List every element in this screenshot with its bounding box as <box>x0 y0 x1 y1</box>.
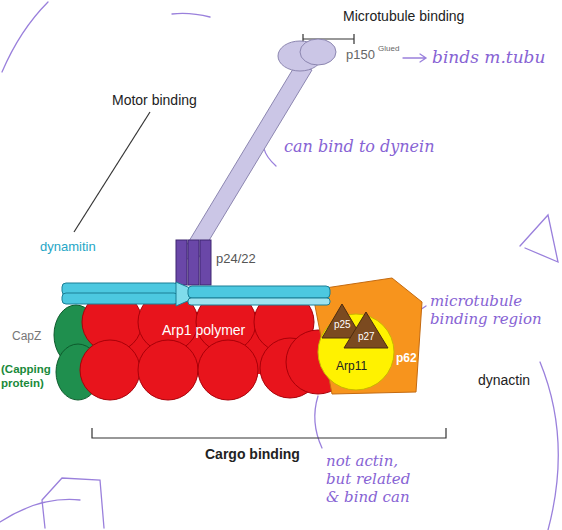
bracket <box>303 34 354 44</box>
text-label: Glued <box>378 44 399 53</box>
pen-stroke <box>540 362 558 530</box>
protein-shape <box>278 41 322 71</box>
pen-leader <box>384 306 426 326</box>
arp1-polymer: Arp1 polymer <box>78 290 352 402</box>
protein-shape <box>56 344 100 400</box>
protein-shape <box>200 240 211 285</box>
text-label: CapZ <box>12 330 41 344</box>
protein-shape <box>106 312 306 374</box>
protein-shape <box>176 240 187 285</box>
pen-leader <box>315 396 322 448</box>
leader-line <box>74 112 150 232</box>
text-label: binds m.tubu <box>432 48 545 68</box>
text-label: p27 <box>358 331 375 343</box>
text-label: p62 <box>396 352 417 366</box>
text-label: Arp11 <box>336 360 367 374</box>
text-label: p25 <box>334 319 351 331</box>
protein-shape <box>176 282 190 306</box>
protein-shape <box>318 314 394 390</box>
text-label: p24/22 <box>216 252 256 267</box>
text-label: p150 <box>346 48 375 63</box>
text-label: Arp1 polymer <box>162 322 245 338</box>
p24-22-subunit: p24/22 <box>172 238 264 288</box>
bracket <box>92 428 446 438</box>
capz-subunit: CapZ (Capping protein) <box>0 300 100 404</box>
pen-arrow <box>403 54 426 62</box>
text-label: dynactin <box>478 372 530 388</box>
protein-shape <box>62 293 178 304</box>
protein-shape <box>344 312 388 348</box>
protein-shape <box>300 39 336 65</box>
protein-shape <box>260 338 320 398</box>
pen-stroke <box>172 13 210 17</box>
pen-leader <box>264 132 277 166</box>
protein-shape <box>138 340 198 400</box>
protein-shape <box>188 240 199 285</box>
protein-shape <box>198 340 258 400</box>
protein-shape <box>82 292 142 352</box>
pen-stroke <box>0 499 80 522</box>
p25-subunit: p25 <box>320 302 364 340</box>
dynamitin-subunit: dynamitin <box>36 236 336 308</box>
protein-shape <box>80 340 140 400</box>
text-label: Microtubule binding <box>343 8 464 24</box>
arp11-subunit: Arp11 <box>318 314 396 392</box>
protein-shape <box>54 305 98 365</box>
text-label: Motor binding <box>112 92 197 108</box>
pen-stroke <box>2 2 48 72</box>
text-label: not actin, but related & bind can <box>326 452 426 506</box>
pen-stroke <box>42 478 104 528</box>
pen-stroke <box>520 215 558 262</box>
protein-shape <box>180 64 312 262</box>
text-label: Cargo binding <box>205 446 300 462</box>
text-label: microtubule binding region <box>430 292 556 328</box>
text-label: dynamitin <box>40 240 96 255</box>
protein-shape <box>254 292 314 352</box>
text-label: (Capping protein) <box>1 362 53 390</box>
protein-shape <box>188 298 330 305</box>
protein-shape <box>322 304 362 338</box>
text-label: can bind to dynein <box>284 138 435 156</box>
protein-shape <box>62 283 178 295</box>
protein-shape <box>188 286 330 298</box>
protein-shape <box>312 278 422 394</box>
